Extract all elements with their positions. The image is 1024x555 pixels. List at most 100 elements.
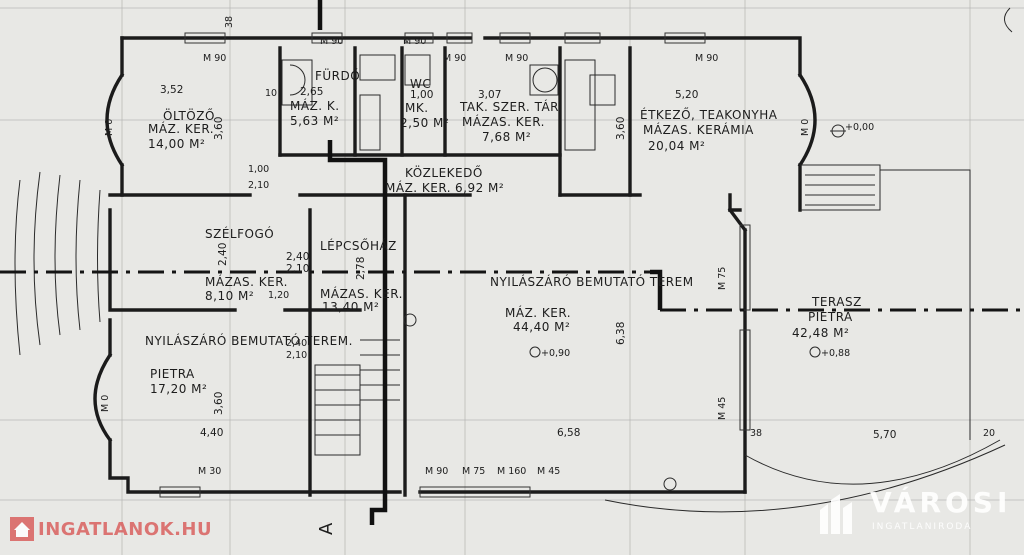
- room-bemutato-nagy: NYILÁSZÁRÓ BEMUTATÓ TEREM MÁZ. KER. 44,4…: [490, 274, 694, 439]
- svg-text:7,68 M²: 7,68 M²: [482, 130, 531, 144]
- section-axis-jog: [650, 269, 663, 310]
- svg-text:M 160: M 160: [497, 466, 526, 477]
- svg-text:MÁZAS. KER.: MÁZAS. KER.: [205, 274, 288, 289]
- room-terasz: TERASZ PIETRA 42,48 M² 5,70: [792, 295, 896, 441]
- svg-text:MÁZ. KER.: MÁZ. KER.: [505, 305, 571, 320]
- svg-text:14,00 M²: 14,00 M²: [148, 137, 205, 151]
- svg-text:2,50 M²: 2,50 M²: [400, 116, 449, 130]
- svg-text:MÁZ. KER.: MÁZ. KER.: [148, 121, 214, 136]
- svg-text:20: 20: [983, 428, 995, 439]
- svg-text:LÉPCSŐHÁZ: LÉPCSŐHÁZ: [320, 238, 397, 253]
- svg-text:2,10: 2,10: [248, 180, 269, 191]
- svg-text:M 75: M 75: [462, 466, 485, 477]
- level-markers: [529, 124, 846, 491]
- svg-text:M 45: M 45: [717, 397, 728, 420]
- svg-text:MÁZ. K.: MÁZ. K.: [290, 98, 340, 113]
- window-tags: M 90 M 90 M 90 M 90 M 90 M 90 M 0 M 0 M …: [100, 36, 811, 477]
- svg-text:FÜRDŐ: FÜRDŐ: [315, 67, 360, 83]
- svg-text:2,65: 2,65: [300, 86, 323, 98]
- svg-text:42,48 M²: 42,48 M²: [792, 326, 849, 340]
- ingatlanok-watermark: INGATLANOK.HU: [10, 515, 212, 543]
- room-wc: WC 1,00 MK. 2,50 M²: [400, 77, 449, 130]
- level-terrace: +0,88: [821, 348, 850, 359]
- watermark-text: INGATLANOK.HU: [38, 518, 213, 540]
- svg-text:M 45: M 45: [537, 466, 560, 477]
- svg-text:38: 38: [750, 428, 762, 439]
- misc-dimensions: 38 10 1,00 2,10 1,20 2,40 2,10 20 38: [224, 16, 995, 439]
- corner-mark: [1004, 7, 1013, 33]
- svg-text:MÁZAS. KER.: MÁZAS. KER.: [320, 286, 403, 301]
- svg-text:TERASZ: TERASZ: [811, 295, 862, 309]
- svg-text:M 90: M 90: [203, 53, 226, 64]
- varosi-logo-icon: [818, 490, 854, 536]
- svg-text:M 30: M 30: [198, 466, 221, 477]
- svg-text:3,07: 3,07: [478, 89, 501, 101]
- svg-text:2,40: 2,40: [286, 338, 307, 349]
- section-cut-line: [327, 140, 388, 525]
- svg-text:NYILÁSZÁRÓ BEMUTATÓ TEREM.: NYILÁSZÁRÓ BEMUTATÓ TEREM.: [145, 333, 353, 348]
- svg-text:1,00: 1,00: [410, 89, 433, 101]
- room-etkezo: 5,20 ÉTKEZŐ, TEAKONYHA MÁZAS. KERÁMIA 20…: [615, 89, 778, 153]
- svg-text:M 90: M 90: [505, 53, 528, 64]
- svg-text:PIETRA: PIETRA: [150, 367, 195, 381]
- svg-text:17,20 M²: 17,20 M²: [150, 382, 207, 396]
- svg-text:M 90: M 90: [403, 36, 426, 47]
- terrace-steps: [805, 174, 875, 206]
- svg-text:WC: WC: [410, 77, 431, 91]
- level-main: +0,90: [541, 348, 570, 359]
- svg-text:6,58: 6,58: [557, 427, 580, 439]
- svg-text:20,04 M²: 20,04 M²: [648, 139, 705, 153]
- room-furdo: FÜRDŐ 2,65 MÁZ. K. 5,63 M²: [290, 67, 360, 128]
- svg-text:M 0: M 0: [100, 395, 111, 412]
- svg-text:13,40 M²: 13,40 M²: [322, 300, 379, 314]
- svg-text:2,10: 2,10: [286, 263, 309, 275]
- svg-text:38: 38: [224, 16, 235, 28]
- svg-text:MÁZAS. KERÁMIA: MÁZAS. KERÁMIA: [643, 122, 754, 137]
- svg-text:8,10 M²: 8,10 M²: [205, 289, 254, 303]
- svg-text:3,52: 3,52: [160, 84, 183, 96]
- sanitary-fixtures: [281, 54, 616, 151]
- svg-text:MÁZAS. KER.: MÁZAS. KER.: [462, 114, 545, 129]
- svg-text:MK.: MK.: [405, 101, 429, 115]
- walls: [14, 36, 1006, 513]
- svg-text:2,40: 2,40: [286, 251, 309, 263]
- svg-text:2,78: 2,78: [355, 257, 367, 280]
- svg-text:3,60: 3,60: [213, 117, 225, 140]
- staircase: [314, 313, 417, 456]
- svg-text:ÖLTÖZŐ: ÖLTÖZŐ: [163, 107, 215, 123]
- svg-text:M 0: M 0: [104, 119, 115, 136]
- house-logo-icon: [10, 517, 34, 541]
- svg-text:5,63 M²: 5,63 M²: [290, 114, 339, 128]
- level-entry: +0,00: [845, 122, 874, 133]
- varosi-watermark: VÁROSI INGATLANIRODA: [818, 486, 1008, 541]
- svg-text:1,00: 1,00: [248, 164, 269, 175]
- svg-text:PIETRA: PIETRA: [808, 310, 853, 324]
- room-oltozo: ÖLTÖZŐ MÁZ. KER. 14,00 M² 3,52 3,60: [148, 84, 225, 151]
- svg-text:SZÉLFOGÓ: SZÉLFOGÓ: [205, 226, 274, 241]
- svg-text:3,60: 3,60: [213, 392, 225, 415]
- svg-text:10: 10: [265, 88, 277, 99]
- svg-text:6,38: 6,38: [615, 322, 627, 345]
- svg-text:ÉTKEZŐ, TEAKONYHA: ÉTKEZŐ, TEAKONYHA: [640, 107, 778, 122]
- svg-text:KÖZLEKEDŐ: KÖZLEKEDŐ: [405, 164, 483, 180]
- svg-text:MÁZ. KER.: MÁZ. KER.: [385, 180, 451, 195]
- svg-text:M 75: M 75: [717, 267, 728, 290]
- svg-text:2,40: 2,40: [217, 243, 229, 266]
- svg-text:2,10: 2,10: [286, 350, 307, 361]
- room-szelfogo: SZÉLFOGÓ 2,40 MÁZAS. KER. 8,10 M²: [205, 226, 288, 303]
- svg-text:6,92 M²: 6,92 M²: [455, 181, 504, 195]
- varosi-title: VÁROSI: [870, 486, 1012, 519]
- svg-text:4,40: 4,40: [200, 427, 223, 439]
- svg-text:M 0: M 0: [800, 119, 811, 136]
- room-kozlekedo: KÖZLEKEDŐ MÁZ. KER. 6,92 M²: [385, 164, 504, 195]
- svg-text:M 90: M 90: [443, 53, 466, 64]
- svg-text:5,20: 5,20: [675, 89, 698, 101]
- svg-text:3,60: 3,60: [615, 117, 627, 140]
- svg-text:TAK. SZER. TÁR: TAK. SZER. TÁR: [459, 99, 559, 114]
- room-lepcsohaz: LÉPCSŐHÁZ 2,40 2,10 2,78 MÁZAS. KER. 13,…: [286, 238, 403, 314]
- svg-text:NYILÁSZÁRÓ BEMUTATÓ TEREM: NYILÁSZÁRÓ BEMUTATÓ TEREM: [490, 274, 694, 289]
- svg-text:5,70: 5,70: [873, 429, 896, 441]
- svg-text:44,40 M²: 44,40 M²: [513, 320, 570, 334]
